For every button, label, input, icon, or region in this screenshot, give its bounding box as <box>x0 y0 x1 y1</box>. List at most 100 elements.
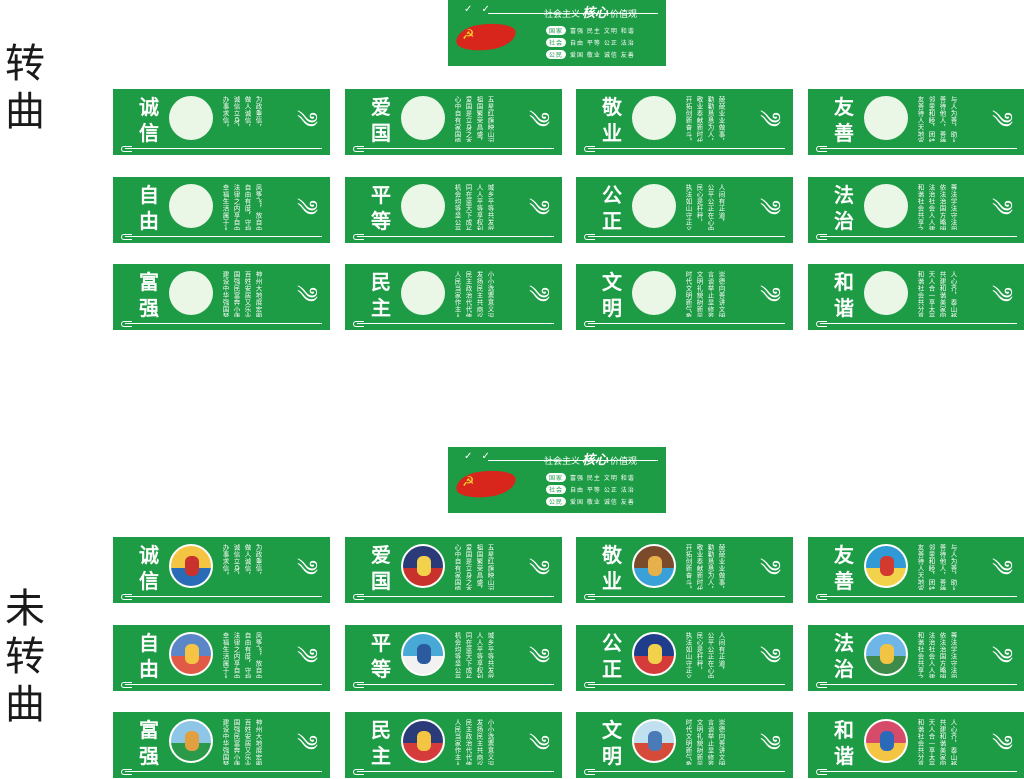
value-name-char: 业 <box>602 121 622 145</box>
value-text-line: 法治社会人人建， <box>927 184 935 230</box>
decorative-line <box>816 146 1017 152</box>
value-name: 友善 <box>822 542 866 594</box>
divider <box>488 460 658 461</box>
value-text-line: 民心是杆秤， <box>695 632 703 674</box>
decorative-line <box>353 769 554 775</box>
value-card: 爱国五星红旗映山河，祖国繁荣昌盛，爱国是立身之本，心中自有家国情。༄ <box>345 537 562 603</box>
value-text: 小小选票意义深，发扬民主共商议，民主政治代代传，人民当家作主人。 <box>453 271 494 317</box>
value-text-line: 善待他人，善待自己， <box>938 96 946 142</box>
value-text-line: 开拓创新奋斗。 <box>684 96 692 142</box>
value-text-line: 天人合一享太平， <box>927 271 935 317</box>
value-text-line: 与人为善，助人为乐， <box>949 96 957 142</box>
value-name: 爱国 <box>359 542 403 594</box>
image-placeholder <box>169 184 213 228</box>
value-name-char: 文 <box>602 270 622 294</box>
value-name-char: 诚 <box>139 543 159 567</box>
value-text: 神州大地展宏图，百姓安居又乐业，国强民富奔小康，建设中华强国梦。 <box>221 719 262 765</box>
value-card: 文明崇德向善讲文明，言谈举止显修养，文明礼貌树新风，时代文明新气象。༄ <box>576 712 793 778</box>
value-text-line: 公平公正在心中， <box>706 184 714 230</box>
value-text-line: 人心齐，泰山移， <box>949 271 957 317</box>
value-name-char: 自 <box>139 183 159 207</box>
value-text-line: 神州大地展宏图， <box>254 719 262 765</box>
value-text: 神州大地展宏图，百姓安居又乐业，国强民富奔小康，建设中华强国梦。 <box>221 271 262 317</box>
value-text-line: 发扬民主共商议， <box>475 271 483 317</box>
value-name-char: 和 <box>834 270 854 294</box>
value-text-line: 崇德向善讲文明， <box>717 719 725 765</box>
illustration-image <box>169 719 213 763</box>
value-text-line: 发扬民主共商议， <box>475 719 483 765</box>
value-text: 与人为善，助人为乐，善待他人，善待自己，邻里和睦，团结互助，友善待人天地宽。 <box>916 544 957 590</box>
value-text-line: 文明礼貌树新风， <box>695 719 703 765</box>
value-text-line: 民心是杆秤， <box>695 184 703 226</box>
value-text: 尊法学法守法用法，依法治国方略明，法治社会人人建，和谐社会共享之。 <box>916 632 957 678</box>
image-placeholder <box>632 96 676 140</box>
decorative-line <box>121 682 322 688</box>
illustration-image <box>401 632 445 676</box>
auspicious-cloud-icon: ༄ <box>296 645 318 670</box>
value-text-line: 五星红旗映山河， <box>486 544 494 590</box>
value-text-line: 共建和谐美家园， <box>938 719 946 765</box>
value-text: 兢兢业业做事，勤勤恳恳为人，敬业奉献新时代，开拓创新奋斗。 <box>684 96 725 142</box>
banner-row: 国家富强 民主 文明 和谐 <box>546 26 635 35</box>
value-text-line: 城乡平等共发展， <box>486 632 494 678</box>
banner-title: 社会主义核心价值观 <box>544 6 638 21</box>
value-name-char: 正 <box>602 657 622 681</box>
value-name-char: 平 <box>371 631 391 655</box>
auspicious-cloud-icon: ༄ <box>991 732 1013 757</box>
value-text: 城乡平等共发展，人人平等享权利，同在蓝天下成长，机会均等显公平。 <box>453 632 494 678</box>
value-name-char: 平 <box>371 183 391 207</box>
value-text-line: 自由有度，守规矩， <box>243 184 251 230</box>
value-card: 民主小小选票意义深，发扬民主共商议，民主政治代代传，人民当家作主人。༄ <box>345 712 562 778</box>
value-text-line: 幸福生活属于人民。 <box>221 632 229 678</box>
auspicious-cloud-icon: ༄ <box>296 197 318 222</box>
value-name: 诚信 <box>127 542 171 594</box>
value-name-char: 和 <box>834 718 854 742</box>
value-text-line: 法律之内享自由， <box>232 184 240 230</box>
value-text-line: 敬业奉献新时代， <box>695 96 703 142</box>
value-text-line: 执法如山守正义。 <box>684 632 692 678</box>
value-text-line: 文明礼貌树新风， <box>695 271 703 317</box>
value-text-line: 国强民富奔小康， <box>232 719 240 765</box>
value-name-char: 强 <box>139 744 159 768</box>
value-text-line: 办事求信。 <box>221 96 229 131</box>
banner-row: 社会自由 平等 公正 法治 <box>546 38 635 47</box>
value-text-line: 百姓安居又乐业， <box>243 271 251 317</box>
auspicious-cloud-icon: ༄ <box>991 284 1013 309</box>
value-name: 公正 <box>590 182 634 234</box>
value-text-line: 人间有正道， <box>717 632 725 674</box>
value-text: 人心齐，泰山移，共建和谐美家园，天人合一享太平，和谐社会共分享。 <box>916 271 957 317</box>
banner-title: 社会主义核心价值观 <box>544 453 638 468</box>
value-text-line: 人间有正道， <box>717 184 725 226</box>
value-text-line: 崇德向善讲文明， <box>717 271 725 317</box>
value-name-char: 主 <box>371 296 391 320</box>
decorative-line <box>353 682 554 688</box>
value-text-line: 国强民富奔小康， <box>232 271 240 317</box>
value-name-char: 信 <box>139 569 159 593</box>
value-text-line: 心中自有家国情。 <box>453 544 461 590</box>
value-text-line: 时代文明新气象。 <box>684 719 692 765</box>
value-text-line: 法治社会人人建， <box>927 632 935 678</box>
value-name: 爱国 <box>359 94 403 146</box>
auspicious-cloud-icon: ༄ <box>759 109 781 134</box>
auspicious-cloud-icon: ༄ <box>991 557 1013 582</box>
value-name-char: 治 <box>834 657 854 681</box>
value-name-char: 业 <box>602 569 622 593</box>
value-text-line: 人民当家作主人。 <box>453 271 461 317</box>
value-name: 民主 <box>359 717 403 769</box>
value-text-line: 人人平等享权利， <box>475 632 483 678</box>
value-text-line: 神州大地展宏图， <box>254 271 262 317</box>
value-text-line: 和谐社会共享之。 <box>916 184 924 230</box>
value-text-line: 公平公正在心中， <box>706 632 714 678</box>
value-name-char: 善 <box>834 121 854 145</box>
image-placeholder <box>632 271 676 315</box>
value-name: 富强 <box>127 717 171 769</box>
value-text-line: 敬业奉献新时代， <box>695 544 703 590</box>
decorative-line <box>121 769 322 775</box>
value-card: 平等城乡平等共发展，人人平等享权利，同在蓝天下成长，机会均等显公平。༄ <box>345 625 562 691</box>
value-text: 风筝飞，放自由，自由有度，守规矩，法律之内享自由，幸福生活属于人民。 <box>221 632 262 678</box>
value-text-line: 同在蓝天下成长， <box>464 632 472 678</box>
image-placeholder <box>169 96 213 140</box>
value-name-char: 正 <box>602 209 622 233</box>
decorative-line <box>584 682 785 688</box>
value-text-line: 为政重信， <box>254 96 262 131</box>
